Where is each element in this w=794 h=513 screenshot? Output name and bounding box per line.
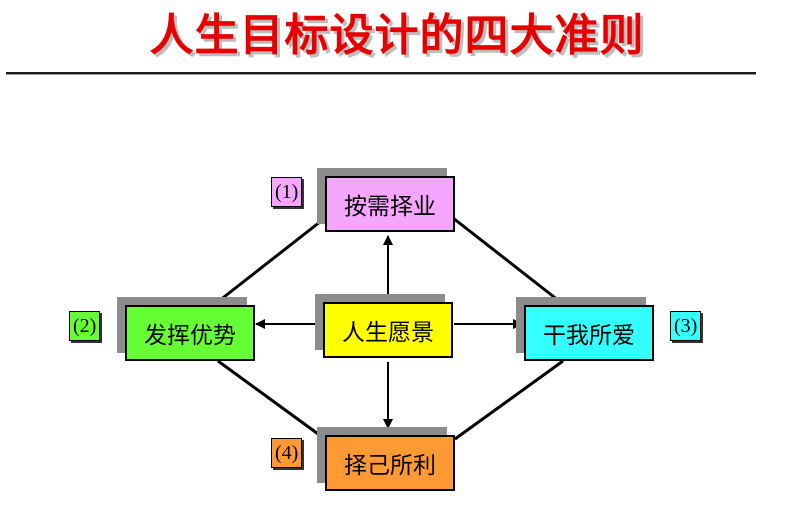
node-bottom-label: 择己所利: [344, 453, 436, 479]
node-top-label: 按需择业: [344, 194, 436, 220]
title-divider: [6, 72, 756, 75]
tag-3-label: (3): [674, 314, 698, 337]
node-right-box: 干我所爱: [524, 305, 654, 361]
tag-3: (3): [670, 311, 702, 341]
node-center-label: 人生愿景: [342, 320, 434, 346]
node-bottom-box: 择己所利: [325, 435, 455, 491]
node-bottom: 择己所利: [317, 427, 455, 491]
tag-1-label: (1): [275, 180, 299, 203]
tag-2: (2): [69, 311, 101, 341]
node-top: 按需择业: [317, 168, 455, 232]
node-left-label: 发挥优势: [144, 323, 236, 349]
tag-2-label: (2): [73, 314, 97, 337]
edge-top-right: [452, 216, 564, 306]
edge-left-bottom: [217, 359, 326, 441]
node-center-box: 人生愿景: [323, 302, 453, 358]
page-title: 人生目标设计的四大准则: [149, 10, 645, 61]
tag-4: (4): [271, 438, 303, 468]
node-right: 干我所爱: [516, 297, 654, 361]
node-top-box: 按需择业: [325, 176, 455, 232]
node-center: 人生愿景: [315, 294, 453, 358]
tag-4-label: (4): [275, 441, 299, 464]
node-left-box: 发挥优势: [125, 305, 255, 361]
tag-1: (1): [271, 177, 303, 207]
node-left: 发挥优势: [117, 297, 255, 361]
node-right-label: 干我所爱: [543, 323, 635, 349]
edge-top-left: [214, 216, 326, 306]
edge-right-bottom: [454, 359, 564, 441]
